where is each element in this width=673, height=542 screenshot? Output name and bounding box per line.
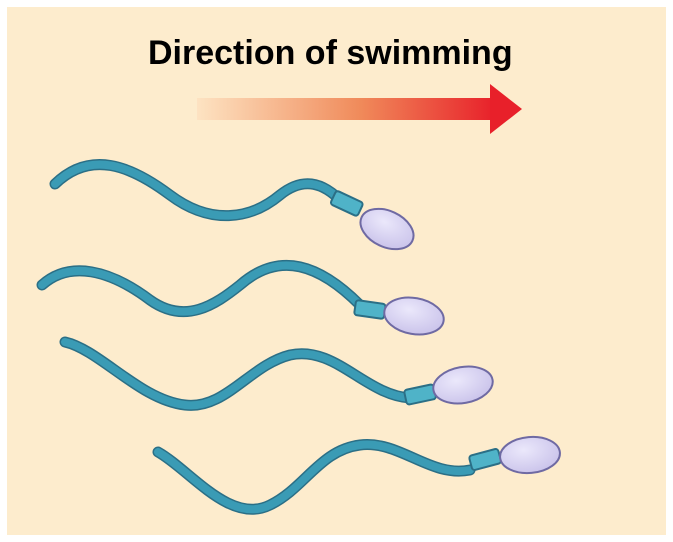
arrow-head <box>490 84 522 134</box>
arrow-shaft <box>197 98 495 120</box>
sperm-4-head <box>499 434 562 475</box>
sperm-1 <box>55 165 420 258</box>
sperm-2-tail <box>42 265 360 311</box>
sperm-4 <box>158 434 561 509</box>
sperm-2-head <box>381 293 446 339</box>
direction-arrow <box>197 84 522 134</box>
sperm-4-tail-outline <box>158 445 470 510</box>
sperm-3-midpiece <box>404 384 436 405</box>
sperm-3 <box>65 342 496 408</box>
sperm-3-tail <box>65 342 410 405</box>
sperm-1-head <box>354 201 420 257</box>
sperm-3-head <box>430 362 495 408</box>
sperm-2-midpiece <box>354 300 386 319</box>
sperm-1-midpiece <box>330 190 364 216</box>
sperm-2 <box>42 265 447 339</box>
sperm-4-midpiece <box>469 448 502 470</box>
